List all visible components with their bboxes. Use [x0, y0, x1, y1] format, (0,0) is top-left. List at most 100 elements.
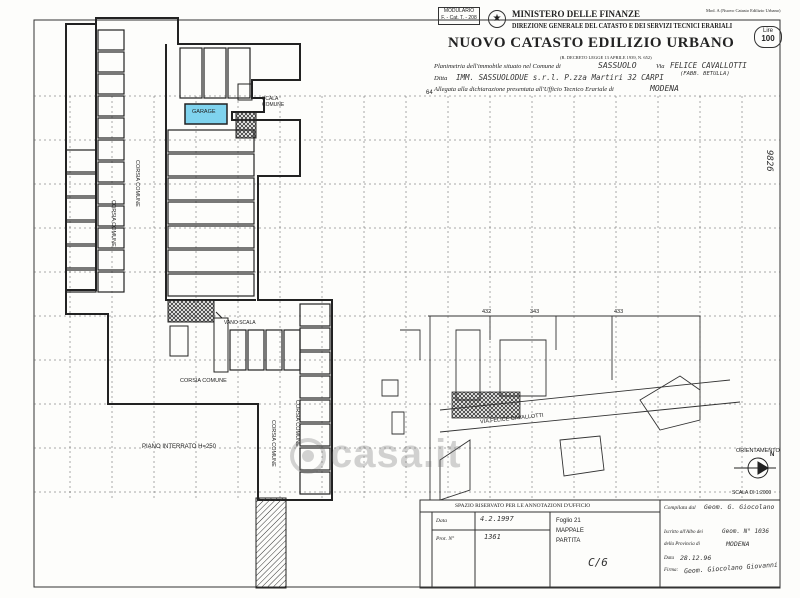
floor-plan-outline: [65, 17, 333, 501]
ramp-hatch: [255, 497, 287, 589]
iscritto-value: Geom. N° 1036: [722, 528, 769, 535]
garage-box: [97, 139, 125, 161]
garage-box: [65, 245, 97, 269]
model-box-line1: MODULARIO: [443, 8, 475, 14]
garage-box: [299, 351, 331, 375]
office-data-label: Data: [436, 518, 447, 524]
scale-label: SCALA DI 1:2000: [732, 490, 772, 496]
margin-number: 64: [426, 90, 433, 96]
ditta-value: IMM. SASSUOLODUE s.r.l. P.zza Martiri 32…: [456, 73, 664, 82]
plan-label: Planimetria dell'immobile situato nel Co…: [434, 63, 561, 70]
office-foglio: Foglio 21: [556, 518, 581, 524]
garage-boxes-lower: [229, 303, 331, 495]
corsia-comune-lower: CORSIA COMUNE: [270, 420, 276, 467]
garage-boxes-left: [65, 29, 125, 293]
stamp-currency: Lire: [762, 28, 773, 34]
model-note: Mod. A (Nuovo Catasto Edilizio Urbano): [706, 8, 781, 13]
decree-note: (R. DECRETO LEGGE 13 APRILE 1939, N. 652…: [560, 55, 652, 60]
garage-box: [299, 303, 331, 327]
compiler-name: Geom. G. Giocolano: [704, 503, 775, 511]
watermark-logo: [290, 438, 326, 474]
corsia-comune-middle: CORSIA COMUNE: [180, 378, 227, 384]
tax-stamp: Lire 100: [754, 26, 782, 48]
ufficio-value: MODENA: [650, 84, 679, 93]
vano-scala-label: VANO SCALA: [224, 320, 256, 326]
via-value: FELICE CAVALLOTTI: [670, 61, 747, 70]
stamp-value: 100: [761, 34, 775, 43]
garage-label: GARAGE: [192, 109, 216, 115]
garage-box: [227, 47, 251, 99]
garage-box: [167, 225, 255, 249]
firma-label: Firma:: [664, 568, 679, 573]
parcel-343: 343: [530, 309, 540, 315]
site-parcel-hatch: [451, 391, 521, 419]
compiler-box: [659, 499, 781, 589]
garage-box: [179, 47, 203, 99]
scala-comune-label: SCALA COMUNE: [262, 96, 285, 108]
document-title: NUOVO CATASTO EDILIZIO URBANO: [448, 35, 735, 51]
stairwell-middle: [167, 299, 229, 373]
garage-box: [97, 249, 125, 271]
state-emblem-icon: ★: [488, 10, 506, 28]
compiler-data-label: Data: [664, 556, 674, 561]
garage-box: [167, 249, 255, 273]
garage-box: [299, 327, 331, 351]
compiler-label: Compilata dal: [664, 505, 696, 511]
garage-box: [247, 329, 265, 371]
garage-box: [97, 183, 125, 205]
corsia-comune-right: CORSIA COMUNE: [294, 400, 300, 447]
office-data-value: 4.2.1997: [480, 515, 514, 523]
garage-box: [65, 149, 97, 173]
allegata-label: Allegata alla dichiarazione presentata a…: [434, 86, 614, 93]
parcel-433: 433: [614, 309, 624, 315]
garage-box: [203, 47, 227, 99]
garage-box: [299, 423, 331, 447]
garage-box: [97, 161, 125, 183]
garage-box: [299, 471, 331, 495]
garage-box: [97, 51, 125, 73]
model-box: MODULARIO F. - Cat. T. - 208: [438, 7, 480, 25]
corsia-comune-upper: CORSIA COMUNE: [134, 160, 140, 207]
office-box-title: SPAZIO RISERVATO PER LE ANNOTAZIONI D'UF…: [455, 503, 591, 509]
orientation-title: ORIENTAMENTO: [736, 448, 780, 454]
garage-box: [167, 129, 255, 153]
iscritto-label: Iscritto all'Albo dei: [664, 530, 703, 535]
office-mappale: MAPPALE: [556, 528, 584, 534]
garage-box: [167, 201, 255, 225]
garage-box: [97, 95, 125, 117]
garage-box: [97, 227, 125, 249]
office-prot-value: 1361: [484, 533, 501, 541]
garage-box: [265, 329, 283, 371]
model-box-line2: F. - Cat. T. - 208: [441, 15, 477, 21]
watermark-text: casa.it: [330, 432, 462, 476]
garage-box: [283, 329, 301, 371]
garage-box: [65, 269, 97, 293]
garage-box: [97, 271, 125, 293]
via-note: (FABB. BETULLA): [680, 71, 730, 77]
via-label: Via: [656, 63, 665, 70]
parcel-432: 432: [482, 309, 492, 315]
comune-value: SASSUOLO: [598, 61, 637, 70]
garage-box: [299, 375, 331, 399]
office-category: C/6: [588, 556, 608, 569]
garage-box: [65, 197, 97, 221]
stairwell-top: [235, 83, 257, 139]
office-annotation-box: [419, 499, 661, 589]
ditta-label: Ditta: [434, 75, 448, 82]
provincia-label: della Provincia di: [664, 542, 700, 547]
garage-box: [167, 273, 255, 297]
garage-boxes-right: [167, 47, 255, 297]
garage-box: [65, 173, 97, 197]
garage-box: [97, 117, 125, 139]
directorate-label: DIREZIONE GENERALE DEL CATASTO E DEI SER…: [512, 21, 733, 30]
garage-box: [97, 205, 125, 227]
garage-box: [299, 447, 331, 471]
garage-box: [167, 153, 255, 177]
compass-north: N: [770, 452, 775, 458]
dashed-grid: [34, 95, 780, 500]
ministry-label: MINISTERO DELLE FINANZE: [512, 9, 641, 19]
compiler-data-value: 28.12.96: [680, 554, 712, 562]
office-prot-label: Prot. N°: [436, 536, 455, 542]
